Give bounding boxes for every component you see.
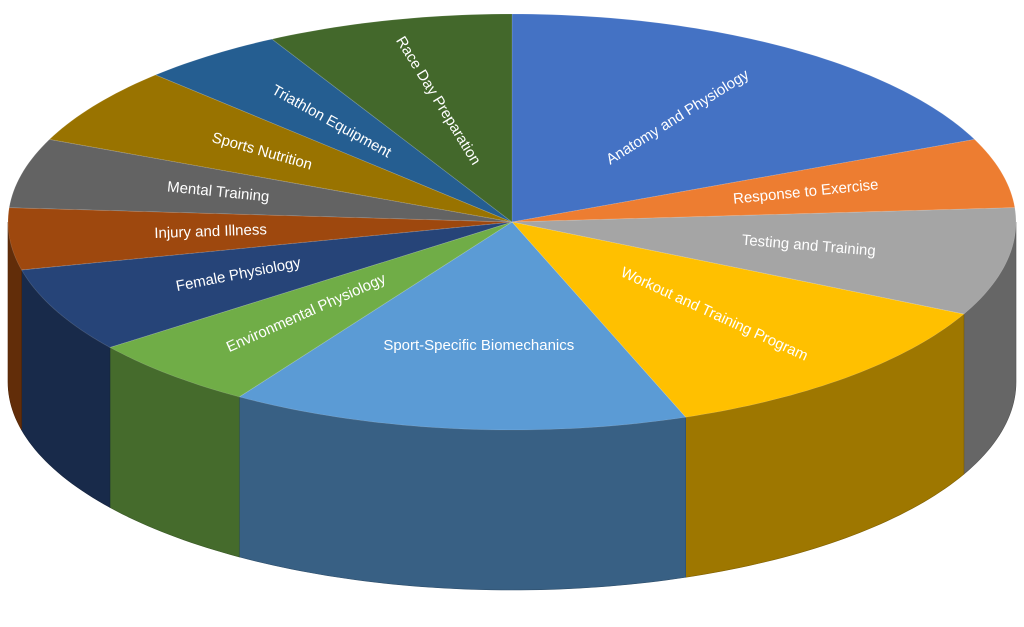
- pie-slice-anatomy-and-physiology: [511, 13, 976, 223]
- pie-label-sport-specific-biomechanics: Sport-Specific Biomechanics: [383, 337, 574, 354]
- pie-slice-response-to-exercise: [511, 138, 1016, 223]
- pie-slice-mental-training: [8, 138, 513, 223]
- pie-slice-female-physiology: [20, 221, 513, 348]
- pie-slice-race-day-preparation: [271, 13, 513, 223]
- pie-slice-sport-specific-biomechanics: [238, 221, 687, 431]
- pie-slice-testing-and-training: [511, 207, 1017, 315]
- pie-top-faces: [7, 13, 1017, 431]
- pie-slice-sports-nutrition: [48, 74, 513, 223]
- pie-slice-injury-and-illness: [7, 207, 513, 271]
- pie-slice-environmental-physiology: [108, 221, 513, 398]
- pie-side-injury-and-illness: [7, 221, 22, 431]
- pie-slice-triathlon-equipment: [154, 38, 513, 223]
- pie-label-injury-and-illness: Injury and Illness: [154, 221, 267, 242]
- pie-side-walls: [7, 221, 1017, 591]
- pie-slice-workout-and-training-program: [510, 221, 965, 418]
